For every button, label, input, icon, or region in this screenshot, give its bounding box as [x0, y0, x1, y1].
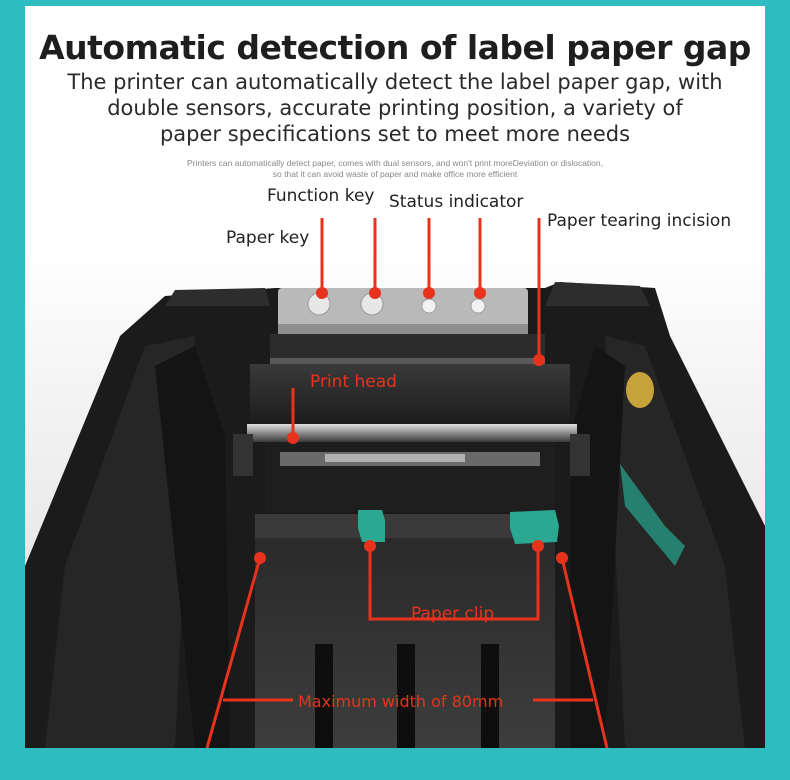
subtitle-line: paper specifications set to meet more ne…	[159, 122, 631, 146]
callout-paper-clip: Paper clip	[411, 604, 495, 624]
callout-lines	[205, 218, 609, 748]
subtitle-line: double sensors, accurate printing positi…	[107, 96, 683, 120]
subtitle: The printer can automatically detect the…	[45, 69, 745, 147]
fine-print-line: so that it can avoid waste of paper and …	[272, 169, 518, 179]
page-title: Automatic detection of label paper gap	[39, 28, 751, 67]
callout-status-indicator: Status indicator	[389, 192, 524, 212]
callout-function-key: Function key	[267, 186, 375, 206]
callout-paper-tearing-incision: Paper tearing incision	[547, 211, 732, 231]
fine-print: Printers can automatically detect paper,…	[85, 158, 705, 180]
product-panel: Automatic detection of label paper gap T…	[25, 6, 765, 748]
subtitle-line: The printer can automatically detect the…	[67, 70, 723, 94]
callout-max-width: Maximum width of 80mm	[298, 692, 504, 711]
fine-print-line: Printers can automatically detect paper,…	[187, 158, 603, 168]
callout-print-head: Print head	[310, 372, 397, 392]
callout-paper-key: Paper key	[226, 228, 310, 248]
